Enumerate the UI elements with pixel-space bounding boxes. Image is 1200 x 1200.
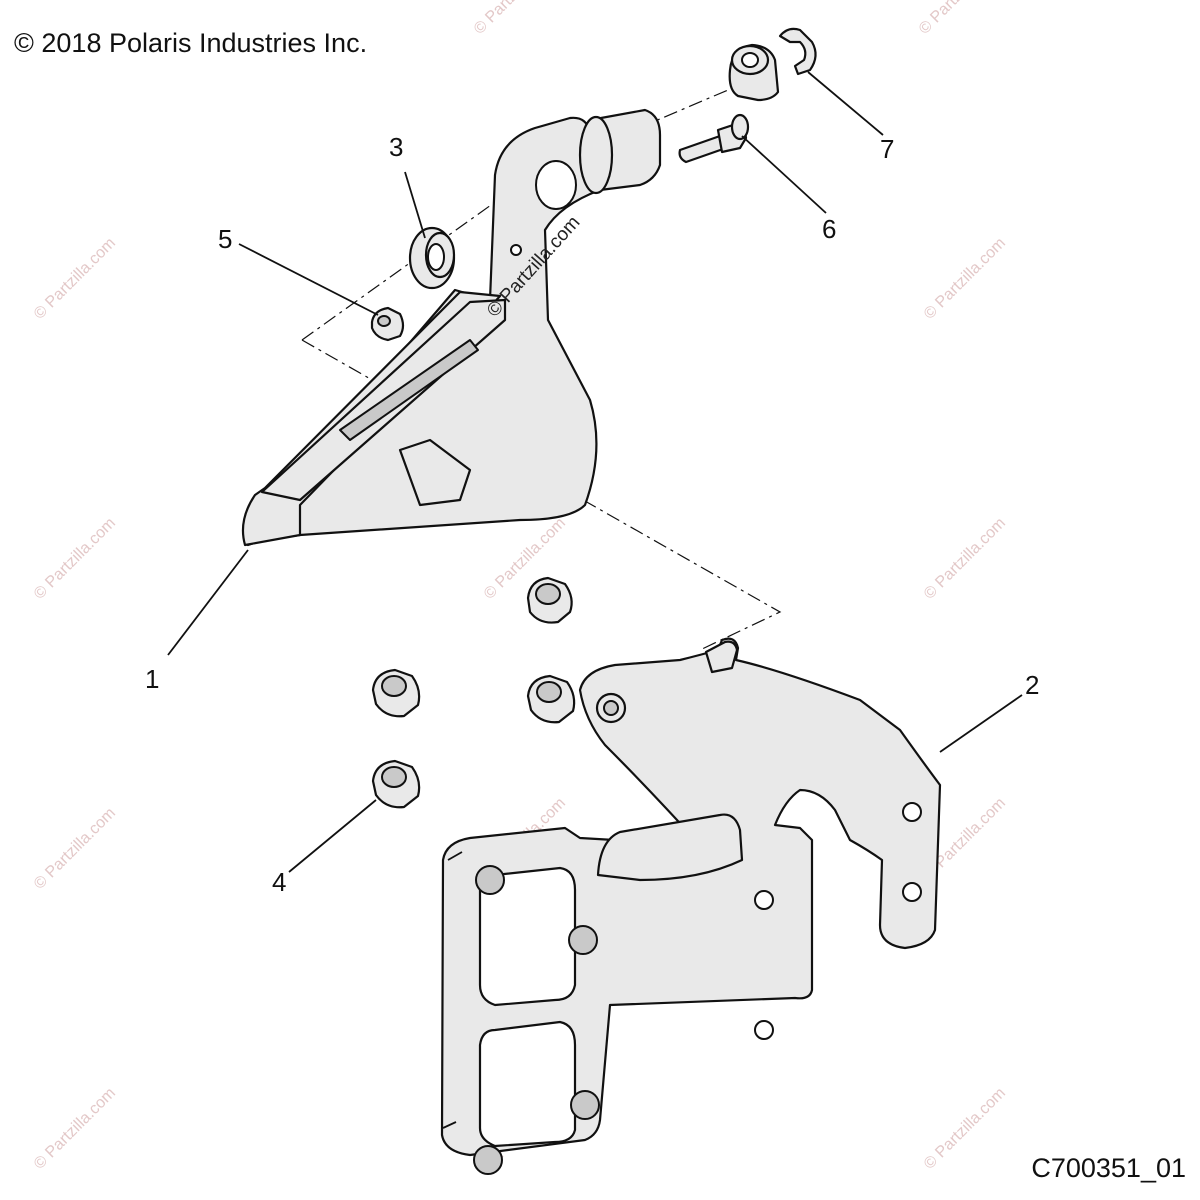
callout-5: 5: [218, 224, 232, 254]
figure-code: C700351_01: [1031, 1153, 1186, 1183]
flange-nuts: [371, 576, 576, 809]
brake-pedal: [241, 108, 662, 547]
watermark: © Partzilla.com: [31, 805, 119, 893]
callout-3: 3: [389, 132, 403, 162]
upper-bushing: [728, 43, 780, 102]
callout-leaders: [167, 71, 1023, 873]
callout-2: 2: [1025, 670, 1039, 700]
watermark: © Partzilla.com: [921, 515, 1009, 603]
watermark: © Partzilla.com: [31, 235, 119, 323]
small-nut: [370, 306, 405, 342]
watermark: © Partzilla.com: [916, 0, 1004, 38]
watermark: © Partzilla.com: [921, 235, 1009, 323]
callout-6: 6: [822, 214, 836, 244]
watermark: © Partzilla.com: [31, 515, 119, 603]
callout-numbers: 1 2 3 4 5 6 7: [145, 132, 1039, 897]
callout-7: 7: [880, 134, 894, 164]
watermark: © Partzilla.com: [31, 1085, 119, 1173]
callout-1: 1: [145, 664, 159, 694]
pedal-mount-bracket: [440, 637, 942, 1175]
bushing: [408, 226, 456, 290]
watermark: © Partzilla.com: [471, 0, 559, 38]
shoulder-bolt: [678, 113, 750, 164]
e-clip: [778, 27, 817, 76]
copyright-notice: © 2018 Polaris Industries Inc.: [14, 28, 368, 58]
watermark: © Partzilla.com: [921, 1085, 1009, 1173]
callout-4: 4: [272, 867, 286, 897]
